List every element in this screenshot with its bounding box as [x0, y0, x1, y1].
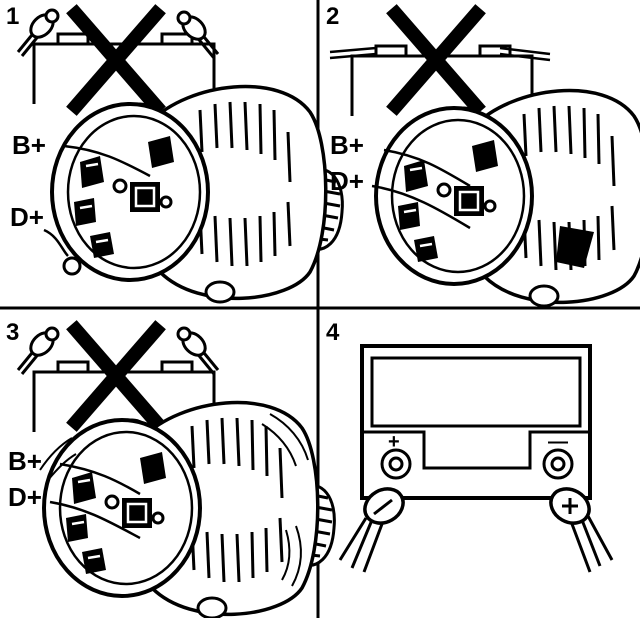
- panel-3-d-plus-label: D+: [8, 482, 42, 512]
- panel-3-clamp-left: [16, 326, 60, 376]
- panel-1-d-plus-wire: [43, 228, 69, 257]
- panel-1-clamp-left: [16, 8, 60, 58]
- panel-3-cross-icon: [76, 330, 156, 422]
- panel-3: 3 B+ D+: [6, 319, 337, 618]
- panel-3-b-plus-label: B+: [8, 446, 42, 476]
- panel-3-number: 3: [6, 319, 19, 346]
- panel-3-b-plus-wire: [59, 462, 141, 496]
- panel-2-number: 2: [326, 3, 339, 30]
- panel-1-cross-icon: [76, 14, 156, 106]
- panel-4-battery-top-outline: [362, 430, 590, 470]
- panel-2-cross-icon: [396, 14, 476, 106]
- panel-1-b-plus-wire: [63, 144, 151, 178]
- panel-3-d-plus-wire: [49, 500, 141, 540]
- panel-4-negative-cable: [338, 487, 405, 573]
- panel-4: 4 + —: [326, 319, 614, 573]
- panel-1: 1 B+ D+: [6, 3, 345, 304]
- panel-2-arrow-icon: [556, 226, 594, 268]
- panel-2-b-plus-label: B+: [330, 130, 364, 160]
- panel-4-battery-label-area: [370, 356, 582, 428]
- panel-1-b-plus-label: B+: [12, 130, 46, 160]
- panel-4-plus-sign: +: [388, 431, 400, 453]
- panel-2-cable-left: [329, 46, 377, 60]
- panel-4-positive-cable: [549, 487, 614, 573]
- panel-4-minus-sign: —: [548, 431, 568, 453]
- panel-1-alternator: [50, 84, 345, 304]
- panel-1-ring-terminal: [62, 256, 82, 276]
- panel-4-number: 4: [326, 319, 340, 346]
- panel-2-cable-right: [499, 46, 551, 62]
- panel-2-d-plus-wire: [371, 184, 471, 230]
- panel-2: 2 B+ D+: [326, 3, 640, 308]
- panel-3-alternator: [42, 400, 337, 618]
- panel-1-number: 1: [6, 3, 19, 30]
- panel-1-d-plus-label: D+: [10, 202, 44, 232]
- panel-2-d-plus-label: D+: [330, 166, 364, 196]
- panel-2-b-plus-wire: [383, 148, 471, 188]
